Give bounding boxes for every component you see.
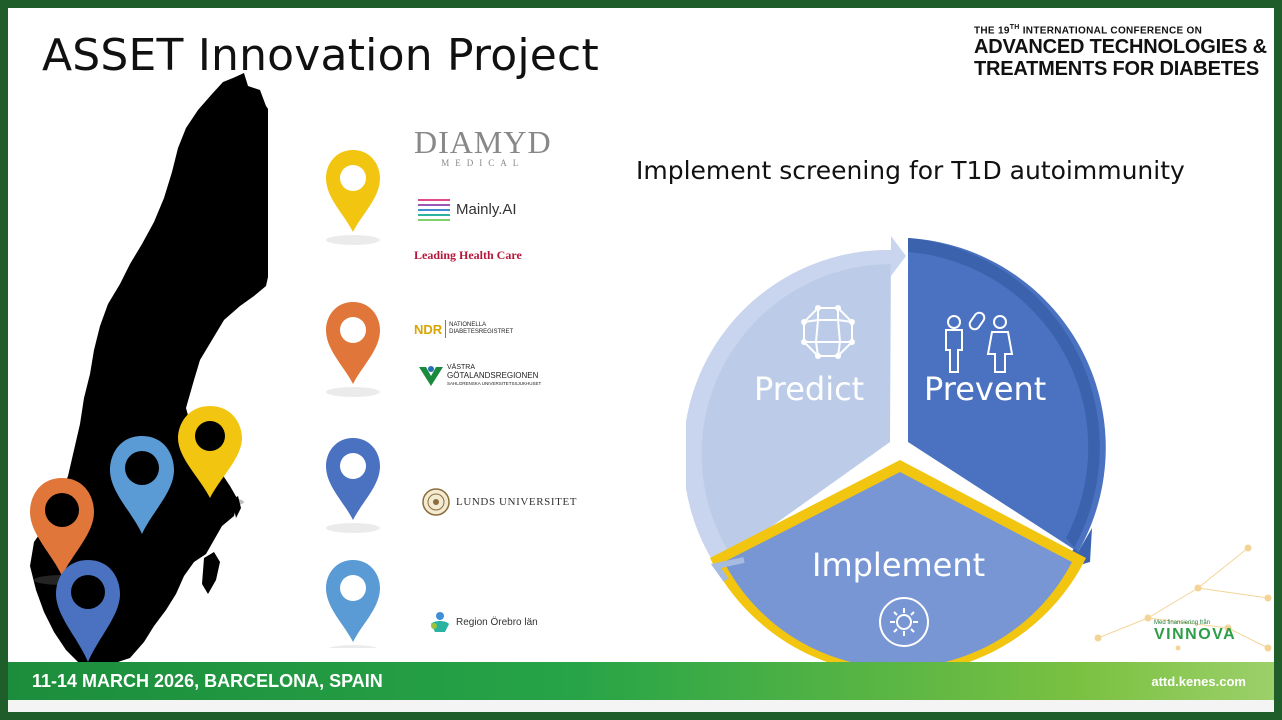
diamyd-logo: DIAMYD MEDICAL bbox=[414, 124, 552, 168]
footer-bar: 11-14 MARCH 2026, BARCELONA, SPAIN attd.… bbox=[8, 662, 1274, 700]
prevent-label: Prevent bbox=[924, 370, 1047, 408]
leading-health-care-logo: Leading Health Care bbox=[414, 248, 522, 262]
lund-university-logo: LUNDS UNIVERSITET bbox=[422, 488, 577, 516]
map-pin-lightblue bbox=[110, 436, 174, 545]
map-pin-yellow bbox=[178, 406, 244, 507]
implement-segment bbox=[710, 460, 1086, 675]
slide-title: ASSET Innovation Project bbox=[42, 30, 599, 81]
conference-name-line2: TREATMENTS FOR DIABETES bbox=[974, 58, 1260, 81]
region-orebro-logo: Region Örebro län bbox=[428, 610, 538, 634]
footer-website-link[interactable]: attd.kenes.com bbox=[1151, 674, 1246, 689]
legend-pin-blue bbox=[326, 438, 380, 533]
implement-label: Implement bbox=[812, 546, 986, 584]
conference-name-line1: ADVANCED TECHNOLOGIES & bbox=[974, 36, 1267, 59]
vinnova-logo: Med finansiering från VINNOVA bbox=[1154, 620, 1237, 643]
vgr-logo: VÄSTRA GÖTALANDSREGIONEN SAHLGRENSKA UNI… bbox=[418, 364, 541, 388]
people-pill-icon bbox=[945, 311, 1014, 373]
network-icon bbox=[801, 305, 855, 359]
decorative-network bbox=[1094, 544, 1272, 652]
legend-pin-lightblue bbox=[326, 560, 380, 648]
legend-pin-orange bbox=[326, 302, 380, 397]
cycle-diagram bbox=[686, 236, 1106, 675]
map-pin-blue bbox=[56, 560, 120, 662]
region-orebro-icon bbox=[431, 612, 449, 632]
ndr-logo: NDR NATIONELLA DIABETESREGISTRET bbox=[414, 320, 514, 338]
legend-pins bbox=[326, 150, 380, 648]
footer-date-location: 11-14 MARCH 2026, BARCELONA, SPAIN bbox=[32, 671, 383, 691]
map-pins bbox=[30, 406, 244, 662]
predict-label: Predict bbox=[754, 370, 865, 408]
gear-cycle-icon bbox=[879, 597, 929, 647]
vgr-icon bbox=[419, 366, 443, 386]
lund-seal-icon bbox=[422, 488, 450, 516]
mainly-ai-logo: Mainly.AI bbox=[416, 196, 517, 222]
mainly-ai-icon bbox=[418, 199, 450, 221]
legend-pin-yellow bbox=[326, 150, 380, 245]
conference-logo: THE 19TH INTERNATIONAL CONFERENCE ON ADV… bbox=[974, 24, 1267, 81]
slide-subtitle: Implement screening for T1D autoimmunity bbox=[636, 156, 1185, 185]
slide: ASSET Innovation Project THE 19TH INTERN… bbox=[8, 8, 1274, 712]
bottom-strip bbox=[8, 700, 1274, 712]
